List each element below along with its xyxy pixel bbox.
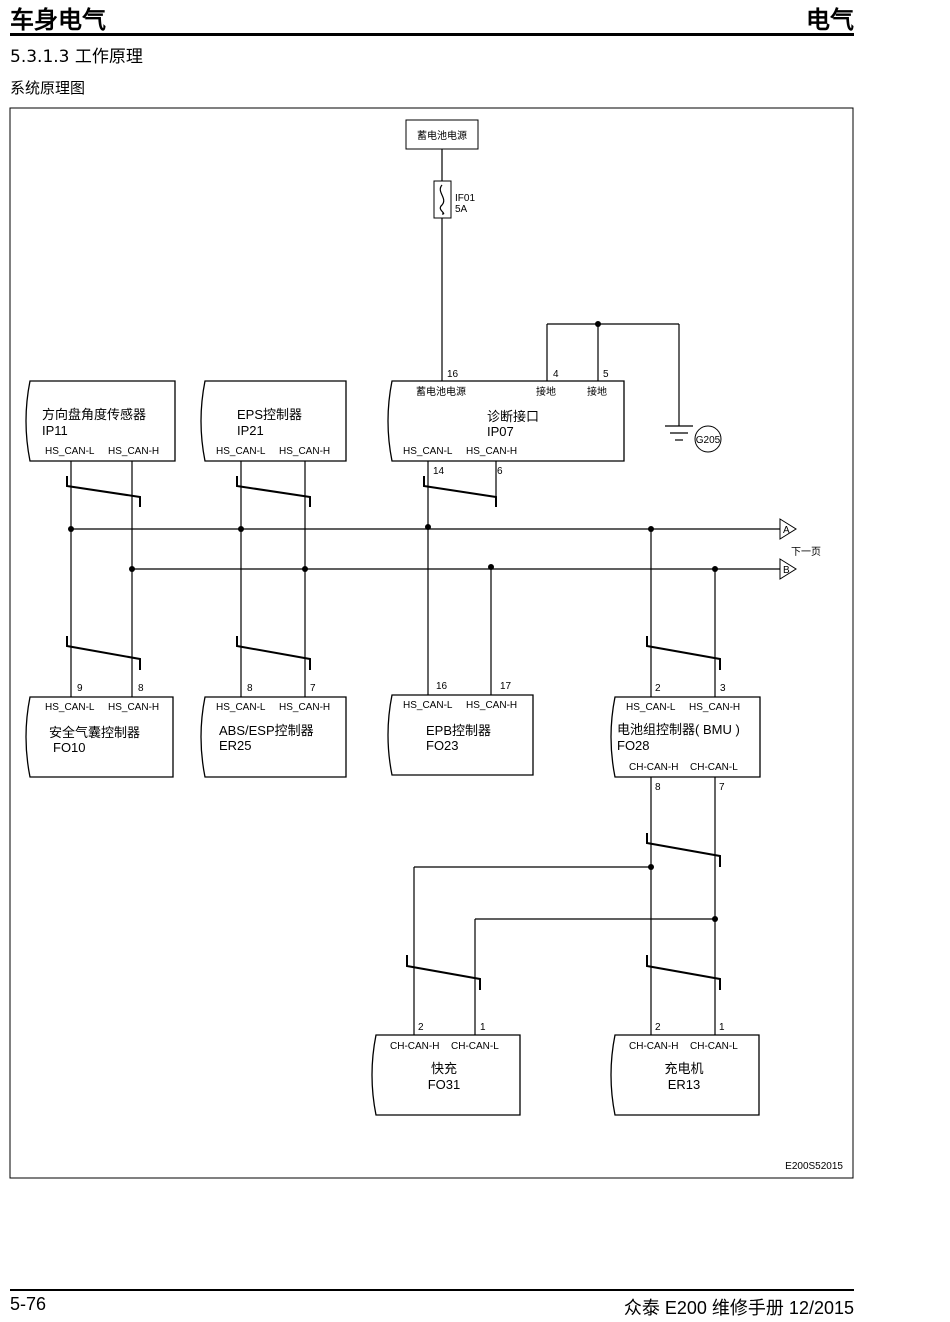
eps-can-l-label: HS_CAN-L: [216, 446, 266, 457]
bmu-controller-name: 电池组控制器( BMU ): [617, 722, 740, 737]
bmu-pin-can-h: 3: [720, 683, 726, 694]
diag-pin-power: 16: [447, 369, 459, 380]
diag-pin-ground1: 4: [553, 369, 559, 380]
abs-can-l-label: HS_CAN-L: [216, 702, 266, 713]
abs-pin-can-h: 7: [310, 683, 316, 694]
connector-a-label: A: [783, 525, 790, 536]
connector-b-label: B: [783, 565, 790, 576]
diag-power-label: 蓄电池电源: [416, 385, 466, 398]
manual-title: 众泰 E200 维修手册 12/2015: [623, 1298, 854, 1318]
airbag-can-l-label: HS_CAN-L: [45, 702, 95, 713]
diag-can-h-label: HS_CAN-H: [466, 446, 517, 457]
epb-controller-box: [387, 694, 534, 776]
abs-can-h-label: HS_CAN-H: [279, 702, 330, 713]
fast-charge-pin-h: 2: [418, 1022, 424, 1033]
section-title: 5.3.1.3 工作原理: [10, 47, 143, 67]
eps-controller-box: [200, 380, 347, 462]
bmu-ch-can-h-label: CH-CAN-H: [629, 762, 678, 773]
charger-code: ER13: [668, 1077, 701, 1092]
ground-splice-dot: [595, 321, 601, 327]
header-category-title: 电气: [806, 6, 854, 34]
airbag-can-h-label: HS_CAN-H: [108, 702, 159, 713]
next-page-label: 下一页: [791, 546, 821, 558]
diagnostic-interface-code: IP07: [487, 424, 514, 439]
figure-id: E200S52015: [785, 1161, 843, 1172]
diag-pin-ground2: 5: [603, 369, 609, 380]
charger-name: 充电机: [664, 1061, 703, 1076]
footer-rule: [10, 1289, 854, 1291]
epb-pin-can-h: 17: [500, 681, 512, 692]
epb-controller-name: EPB控制器: [426, 723, 491, 738]
eps-controller-code: IP21: [237, 423, 264, 438]
abs-esp-controller-name: ABS/ESP控制器: [219, 723, 314, 738]
diag-pin-can-l: 14: [433, 466, 445, 477]
eps-controller-name: EPS控制器: [237, 407, 302, 422]
bmu-ch-can-l-label: CH-CAN-L: [690, 762, 738, 773]
epb-can-h-label: HS_CAN-H: [466, 700, 517, 711]
bmu-controller-box: [610, 696, 761, 778]
fuse-rating: 5A: [455, 204, 468, 215]
diag-ground1-label: 接地: [536, 385, 556, 398]
diagram-frame: [9, 107, 854, 1179]
airbag-controller-box: [25, 696, 174, 778]
page-number: 5-76: [10, 1294, 47, 1314]
connector-a-arrow-icon: [779, 518, 797, 540]
bmu-pin-can-l: 2: [655, 683, 661, 694]
airbag-pin-can-l: 9: [77, 683, 83, 694]
fuse-element-icon: [439, 184, 445, 215]
airbag-pin-can-h: 8: [138, 683, 144, 694]
connector-b-arrow-icon: [779, 558, 797, 580]
section-subtitle: 系统原理图: [10, 79, 86, 97]
charger-can-h-label: CH-CAN-H: [629, 1041, 678, 1052]
diag-pin-can-h: 6: [497, 466, 503, 477]
eps-can-h-label: HS_CAN-H: [279, 446, 330, 457]
steering-sensor-box: [25, 380, 176, 462]
ground-point-circle: [694, 425, 722, 453]
fast-charge-can-h-label: CH-CAN-H: [390, 1041, 439, 1052]
steering-can-h-label: HS_CAN-H: [108, 446, 159, 457]
bmu-can-h-label: HS_CAN-H: [689, 702, 740, 713]
charger-pin-l: 1: [719, 1022, 725, 1033]
charger-pin-h: 2: [655, 1022, 661, 1033]
header-rule: [10, 33, 854, 36]
airbag-controller-name: 安全气囊控制器: [49, 725, 140, 740]
abs-pin-can-l: 8: [247, 683, 253, 694]
charger-can-l-label: CH-CAN-L: [690, 1041, 738, 1052]
bmu-pin-ch-can-h: 8: [655, 782, 661, 793]
fast-charge-pin-l: 1: [480, 1022, 486, 1033]
steering-sensor-name: 方向盘角度传感器: [42, 407, 146, 422]
abs-esp-controller-box: [200, 696, 347, 778]
diag-ground2-label: 接地: [587, 385, 607, 398]
epb-pin-can-l: 16: [436, 681, 448, 692]
steering-sensor-code: IP11: [42, 423, 68, 438]
bmu-pin-ch-can-l: 7: [719, 782, 725, 793]
charger-box: [610, 1034, 760, 1116]
fast-charge-code: FO31: [428, 1077, 461, 1092]
ground-point-label: G205: [696, 435, 721, 446]
fast-charge-can-l-label: CH-CAN-L: [451, 1041, 499, 1052]
battery-power-label: 蓄电池电源: [417, 129, 467, 142]
diagnostic-interface-name: 诊断接口: [487, 409, 539, 424]
diagnostic-interface-box: [387, 380, 625, 462]
fast-charge-box: [371, 1034, 521, 1116]
bmu-controller-code: FO28: [617, 738, 650, 753]
header-section-title: 车身电气: [10, 6, 106, 34]
fuse-name: IF01: [455, 193, 475, 204]
airbag-controller-code: FO10: [53, 740, 86, 755]
abs-esp-controller-code: ER25: [219, 738, 252, 753]
epb-controller-code: FO23: [426, 738, 459, 753]
bmu-can-l-label: HS_CAN-L: [626, 702, 676, 713]
epb-can-l-label: HS_CAN-L: [403, 700, 453, 711]
steering-can-l-label: HS_CAN-L: [45, 446, 95, 457]
diag-can-l-label: HS_CAN-L: [403, 446, 453, 457]
fast-charge-name: 快充: [431, 1061, 457, 1076]
